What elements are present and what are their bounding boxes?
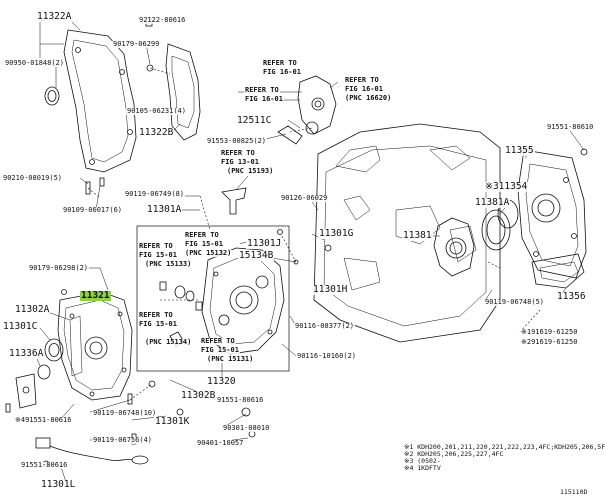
label-11301g[interactable]: 11301G bbox=[318, 228, 355, 239]
refer-fig-label[interactable]: FIG 15-01 bbox=[138, 320, 178, 328]
label-11322a[interactable]: 11322A bbox=[36, 11, 73, 22]
label-91551-80610[interactable]: 91551-80610 bbox=[546, 123, 595, 131]
label-90119-06749[interactable]: 90119-06749(8) bbox=[124, 190, 186, 198]
refer-fig-label[interactable]: FIG 16-01 bbox=[262, 68, 302, 76]
label-11301c[interactable]: 11301C bbox=[2, 321, 39, 332]
label-11302a[interactable]: 11302A bbox=[14, 304, 51, 315]
label-91551-80616-star4[interactable]: ※491551-80616 bbox=[14, 416, 73, 424]
label-11301k[interactable]: 11301K bbox=[154, 416, 191, 427]
label-91551-80616-a[interactable]: 91551-80616 bbox=[216, 396, 265, 404]
label-11320[interactable]: 11320 bbox=[206, 376, 237, 387]
label-90179-06298[interactable]: 90179-06298(2) bbox=[28, 264, 90, 272]
label-92122-80616[interactable]: 92122-80616 bbox=[138, 16, 187, 24]
label-90119-06748-10[interactable]: 90119-06748(10) bbox=[92, 409, 158, 417]
label-90116-10160[interactable]: 90116-10160(2) bbox=[296, 352, 358, 360]
refer-fig-label[interactable]: FIG 16-01 bbox=[344, 85, 384, 93]
refer-fig-label[interactable]: FIG 13-01 bbox=[220, 158, 260, 166]
refer-to-label[interactable]: REFER TO bbox=[138, 311, 174, 319]
refer-to-label[interactable]: REFER TO bbox=[262, 59, 298, 67]
refer-pnc-label[interactable]: (PNC 15132) bbox=[184, 249, 233, 257]
label-15134b[interactable]: 15134B bbox=[238, 250, 275, 261]
label-90105-06231[interactable]: 90105-06231(4) bbox=[126, 107, 188, 115]
refer-fig-label[interactable]: FIG 15-01 bbox=[138, 251, 178, 259]
refer-to-label[interactable]: REFER TO bbox=[220, 149, 256, 157]
label-11301l[interactable]: 11301L bbox=[40, 479, 77, 490]
label-90119-06748-5[interactable]: 90119-06748(5) bbox=[484, 298, 546, 306]
refer-pnc-label[interactable]: (PNC 15134) bbox=[144, 338, 193, 346]
refer-pnc-label[interactable]: (PNC 15131) bbox=[206, 355, 255, 363]
label-91553-00825[interactable]: 91553-00825(2) bbox=[206, 137, 268, 145]
label-90109-06017[interactable]: 90109-06017(6) bbox=[62, 206, 124, 214]
label-11302b[interactable]: 11302B bbox=[180, 390, 217, 401]
label-11381[interactable]: 11381 bbox=[402, 230, 433, 241]
label-90119-06756[interactable]: 90119-06756(4) bbox=[92, 436, 154, 444]
refer-fig-label[interactable]: FIG 15-01 bbox=[200, 346, 240, 354]
label-11301a[interactable]: 11301A bbox=[146, 204, 183, 215]
note-2: ※2 KDH205,206,225,227,4FC bbox=[404, 450, 504, 458]
label-11301j[interactable]: 11301J bbox=[246, 238, 283, 249]
refer-fig-label[interactable]: FIG 16-01 bbox=[244, 95, 284, 103]
label-90179-06299[interactable]: 90179-06299 bbox=[112, 40, 161, 48]
refer-to-label[interactable]: REFER TO bbox=[344, 76, 380, 84]
label-11321[interactable]: 11321 bbox=[80, 290, 111, 301]
refer-fig-label[interactable]: FIG 15-01 bbox=[184, 240, 224, 248]
refer-pnc-label[interactable]: (PNC 15133) bbox=[144, 260, 193, 268]
figure-id: 115110D bbox=[560, 488, 588, 496]
label-11354[interactable]: ※311354 bbox=[484, 181, 529, 192]
label-11356[interactable]: 11356 bbox=[556, 291, 587, 302]
note-4: ※4 1KDFTV bbox=[404, 464, 441, 472]
refer-to-label[interactable]: REFER TO bbox=[138, 242, 174, 250]
refer-pnc-label[interactable]: (PNC 15193) bbox=[226, 167, 275, 175]
refer-pnc-label[interactable]: (PNC 16620) bbox=[344, 94, 393, 102]
label-90950-01848[interactable]: 90950-01848(2) bbox=[4, 59, 66, 67]
label-11355[interactable]: 11355 bbox=[504, 145, 535, 156]
note-3: ※3 (0502- bbox=[404, 457, 441, 465]
label-90401-10057[interactable]: 90401-10057 bbox=[196, 439, 245, 447]
refer-to-label[interactable]: REFER TO bbox=[184, 231, 220, 239]
refer-to-label[interactable]: REFER TO bbox=[200, 337, 236, 345]
refer-to-label[interactable]: REFER TO bbox=[244, 86, 280, 94]
note-1: ※1 KDH200,201,211,220,221,222,223,4FC;KD… bbox=[404, 443, 605, 451]
label-91619-61250-2[interactable]: ※291619-61250 bbox=[520, 338, 579, 346]
label-91551-80616-b[interactable]: 91551-80616 bbox=[20, 461, 69, 469]
label-90301-08010[interactable]: 90301-08010 bbox=[222, 424, 271, 432]
label-11301h[interactable]: 11301H bbox=[312, 284, 349, 295]
label-90210-08019[interactable]: 90210-08019(5) bbox=[2, 174, 64, 182]
label-11381a[interactable]: 11381A bbox=[474, 197, 511, 208]
label-91619-61250-1[interactable]: ※191619-61250 bbox=[520, 328, 579, 336]
label-11336a[interactable]: 11336A bbox=[8, 348, 45, 359]
label-90126-06029[interactable]: 90126-06029 bbox=[280, 194, 329, 202]
label-12511c[interactable]: 12511C bbox=[236, 115, 273, 126]
applicability-notes: ※1 KDH200,201,211,220,221,222,223,4FC;KD… bbox=[404, 443, 605, 472]
label-11322b[interactable]: 11322B bbox=[138, 127, 175, 138]
label-90116-08377[interactable]: 90116-08377(2) bbox=[294, 322, 356, 330]
